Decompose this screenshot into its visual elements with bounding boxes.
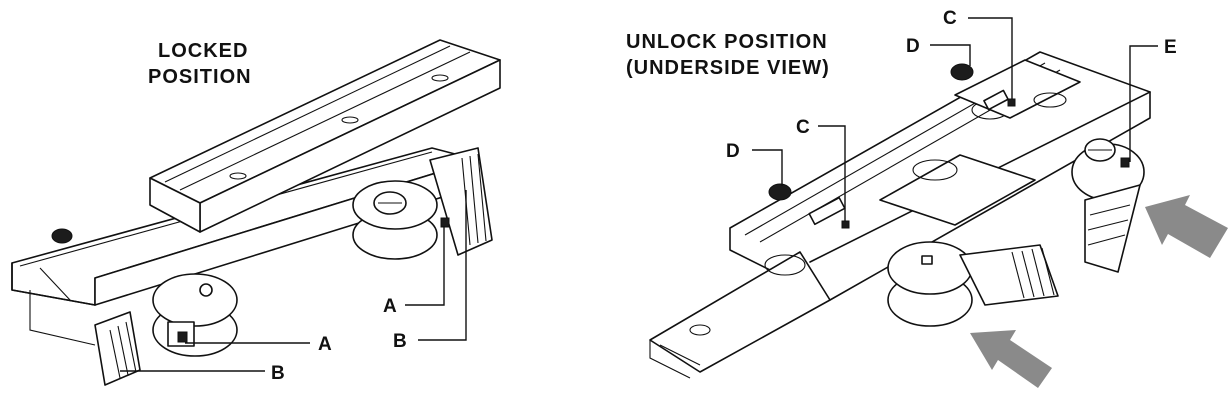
pin-lower [808,196,846,226]
right-frame [649,51,1151,379]
locked-mount-illustration [11,39,501,386]
right-knob-lower-icon [768,183,792,201]
left-top-rail [149,39,501,233]
right-knob-upper-icon [950,63,974,81]
callout-e: E [1164,37,1177,58]
right-callout-leaders [752,17,1158,224]
left-callout-leaders [120,190,467,372]
unlock-caption-line-1: UNLOCK POSITION [626,31,828,53]
locked-caption-line-2: POSITION [148,66,252,88]
callout-a-locked-upper: A [383,296,397,317]
push-arrow-lower-icon [970,330,1052,388]
callout-a-locked-lower: A [318,334,332,355]
unlock-mount-illustration [649,51,1228,388]
marker-c-lower [841,220,850,229]
marker-c-upper [1007,98,1016,107]
pin-upper [983,89,1009,111]
callout-d-upper: D [906,36,920,57]
push-arrow-upper-icon [1145,195,1228,258]
left-lever-lower [94,273,238,386]
callout-c-upper: C [943,8,957,29]
callout-b-locked-lower: B [271,363,285,384]
right-lever-upper [1071,138,1145,273]
left-knob-icon [51,228,73,244]
unlock-caption-line-2: (UNDERSIDE VIEW) [626,57,830,79]
callout-b-locked-upper: B [393,331,407,352]
unlock-position-caption: UNLOCK POSITION (UNDERSIDE VIEW) [626,29,830,81]
right-lever-lower [887,241,1059,327]
callout-d-lower: D [726,141,740,162]
callout-c-lower: C [796,117,810,138]
locked-position-caption: LOCKED POSITION [148,38,252,90]
locked-caption-line-1: LOCKED [158,40,249,62]
